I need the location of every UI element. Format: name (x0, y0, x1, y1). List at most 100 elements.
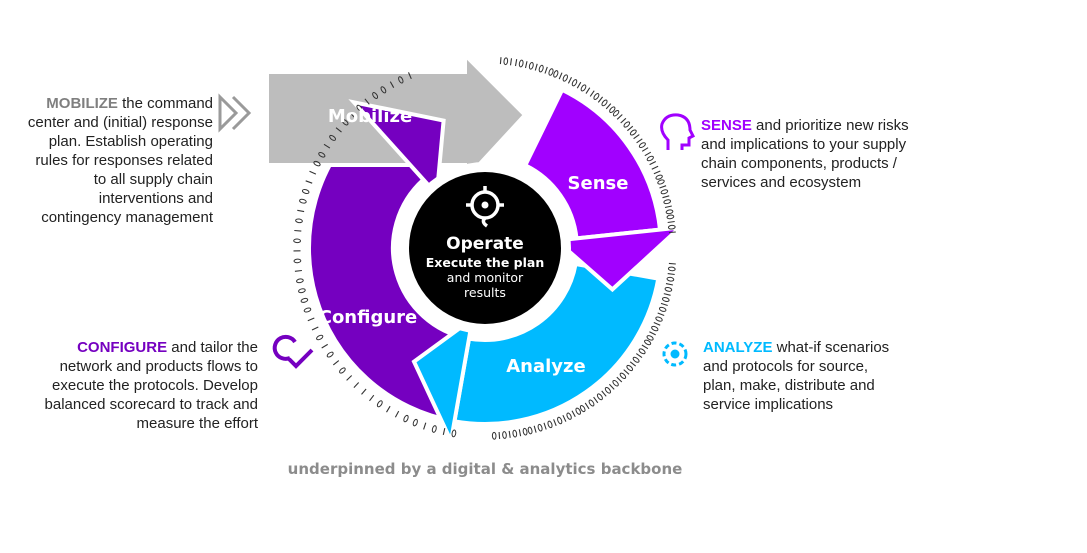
binary-zero-mark (612, 379, 619, 387)
binary-decoration-left (293, 72, 457, 438)
binary-zero-mark (604, 386, 612, 394)
binary-zero-mark (596, 393, 603, 401)
mobilize-text: the command center and (initial) respons… (27, 95, 213, 226)
binary-one-mark (514, 59, 518, 67)
analyze-keyword: ANALYZE (703, 339, 773, 356)
binary-zero-mark (661, 297, 670, 302)
binary-zero-mark (557, 416, 563, 425)
binary-zero-mark (626, 364, 634, 372)
binary-one-mark (584, 402, 590, 410)
binary-one-mark (558, 72, 563, 80)
binary-zero-mark (667, 224, 676, 230)
binary-one-mark (662, 195, 670, 199)
binary-one-mark (576, 81, 582, 89)
binary-one-mark (321, 343, 328, 349)
sense-description: SENSE and prioritize new risks and impli… (701, 116, 931, 192)
binary-one-mark (664, 205, 672, 209)
binary-one-mark (601, 390, 607, 397)
binary-one-mark (589, 90, 595, 97)
binary-one-mark (361, 388, 367, 395)
binary-zero-mark (612, 109, 620, 117)
binary-one-mark (665, 283, 674, 286)
binary-zero-mark (301, 189, 310, 194)
binary-one-mark (667, 273, 675, 276)
binary-zero-mark (655, 316, 663, 322)
stage-label-sense: Sense (568, 173, 629, 194)
binary-zero-mark (553, 70, 559, 78)
configure-keyword: CONFIGURE (77, 339, 168, 356)
binary-zero-mark (528, 61, 534, 70)
binary-one-mark (353, 382, 360, 388)
binary-decoration-right (491, 262, 676, 440)
binary-one-mark (641, 147, 649, 152)
center-circle (409, 172, 561, 324)
analyze-arrowhead (411, 314, 476, 448)
binary-one-mark (649, 161, 657, 166)
binary-zero-mark (657, 179, 665, 185)
binary-one-mark (294, 229, 302, 232)
binary-zero-mark (527, 426, 533, 435)
binary-one-mark (389, 81, 395, 88)
binary-zero-mark (537, 423, 543, 432)
binary-zero-mark (666, 214, 675, 220)
binary-zero-mark (451, 429, 457, 438)
sense-text: and prioritize new risks and implication… (701, 117, 909, 191)
binary-zero-mark (339, 367, 346, 374)
stage-label-mobilize: Mobilize (328, 106, 412, 127)
gear-icon (662, 341, 688, 367)
binary-zero-mark (293, 238, 301, 244)
binary-one-mark (369, 394, 375, 402)
binary-zero-mark (431, 425, 437, 433)
binary-zero-mark (593, 93, 600, 100)
binary-zero-mark (316, 334, 324, 341)
center-line-2: and monitor (447, 270, 524, 285)
binary-zero-mark (522, 427, 528, 436)
binary-zero-mark (380, 86, 387, 94)
sense-arrowhead (551, 224, 686, 293)
binary-zero-mark (609, 106, 616, 113)
binary-one-mark (633, 134, 640, 140)
binary-one-mark (394, 410, 400, 418)
binary-zero-mark (665, 209, 674, 215)
binary-one-mark (657, 312, 665, 317)
binary-zero-mark (299, 198, 307, 204)
binary-one-mark (653, 170, 661, 175)
binary-zero-mark (538, 64, 544, 73)
analyze-arrow-body (452, 261, 661, 426)
binary-zero-mark (638, 142, 646, 148)
gear-check-icon (272, 334, 314, 369)
binary-decoration-top (499, 57, 676, 234)
binary-zero-mark (326, 351, 334, 358)
binary-zero-mark (663, 199, 672, 205)
binary-one-mark (311, 326, 319, 331)
binary-one-mark (562, 414, 567, 422)
binary-one-mark (659, 185, 667, 189)
binary-zero-mark (372, 92, 379, 99)
binary-one-mark (386, 405, 391, 413)
binary-zero-mark (412, 418, 418, 427)
binary-zero-mark (666, 276, 675, 282)
binary-one-mark (544, 66, 548, 74)
binary-one-mark (524, 61, 528, 69)
binary-zero-mark (651, 325, 659, 332)
binary-one-mark (636, 138, 643, 144)
binary-zero-mark (295, 218, 303, 224)
binary-zero-mark (398, 76, 404, 84)
binary-zero-mark (629, 129, 637, 136)
binary-zero-mark (580, 84, 587, 92)
binary-zero-mark (623, 121, 631, 128)
binary-one-mark (364, 98, 370, 105)
binary-one-mark (297, 209, 305, 213)
binary-one-mark (644, 151, 652, 157)
binary-one-mark (499, 57, 502, 65)
binary-zero-mark (579, 405, 586, 413)
binary-one-mark (629, 361, 637, 367)
binary-zero-mark (660, 189, 669, 195)
binary-zero-mark (566, 412, 572, 420)
binary-zero-mark (376, 400, 383, 408)
binary-one-mark (660, 302, 668, 307)
binary-one-mark (534, 63, 538, 71)
binary-zero-mark (658, 306, 667, 312)
binary-zero-mark (341, 119, 349, 126)
binary-one-mark (623, 369, 630, 375)
